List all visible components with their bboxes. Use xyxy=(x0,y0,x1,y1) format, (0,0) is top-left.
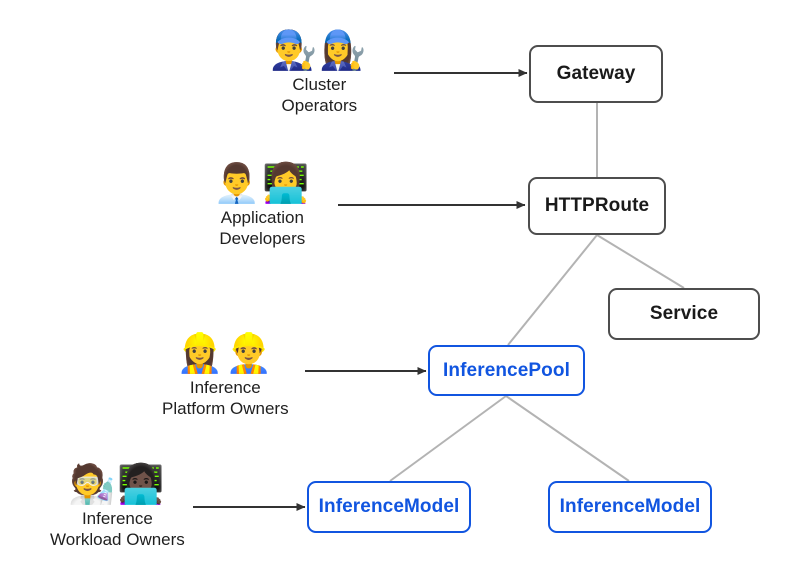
connector-inferencepool-to-inferencemodel-right xyxy=(505,395,630,482)
persona-label-line1-inference-platform-owners: Inference xyxy=(189,378,261,397)
woman-construction-worker-icon: 👷‍♀️👷‍♂️ xyxy=(175,331,275,375)
node-inferencemodel-left[interactable]: InferenceModel xyxy=(307,481,471,533)
node-label-service: Service xyxy=(649,303,719,324)
persona-label-line2-cluster-operators: Operators xyxy=(281,96,358,115)
persona-label-line2-inference-workload-owners: Workload Owners xyxy=(50,530,185,549)
node-label-httproute: HTTPRoute xyxy=(544,195,650,216)
scientist-icon: 🧑‍🔬👩🏿‍💻 xyxy=(68,462,167,506)
persona-label-line2-inference-platform-owners: Platform Owners xyxy=(162,399,289,418)
persona-label-line1-application-developers: Application xyxy=(220,208,304,227)
connector-httproute-to-inferencepool xyxy=(507,234,598,346)
node-gateway[interactable]: Gateway xyxy=(529,45,663,103)
node-label-inferencemodel-right: InferenceModel xyxy=(559,496,701,517)
connector-httproute-to-service xyxy=(596,234,685,289)
persona-label-line1-cluster-operators: Cluster xyxy=(292,75,347,94)
node-label-gateway: Gateway xyxy=(556,63,636,84)
node-label-inferencepool: InferencePool xyxy=(443,359,570,381)
node-inferencemodel-right[interactable]: InferenceModel xyxy=(548,481,712,533)
persona-arrows xyxy=(193,69,528,511)
node-service[interactable]: Service xyxy=(608,288,760,340)
node-inferencepool[interactable]: InferencePool xyxy=(428,345,585,396)
node-httproute[interactable]: HTTPRoute xyxy=(528,177,666,235)
persona-label-line2-application-developers: Developers xyxy=(219,229,306,248)
connector-lines xyxy=(389,103,685,482)
node-label-inferencemodel-left: InferenceModel xyxy=(318,496,460,517)
connector-inferencepool-to-inferencemodel-left xyxy=(389,395,507,482)
persona-label-line1-inference-workload-owners: Inference xyxy=(81,509,153,528)
man-mechanic-icon: 👨‍🔧👩‍🔧 xyxy=(270,28,369,72)
man-office-worker-icon: 👨‍💼👩‍💻 xyxy=(213,161,312,205)
